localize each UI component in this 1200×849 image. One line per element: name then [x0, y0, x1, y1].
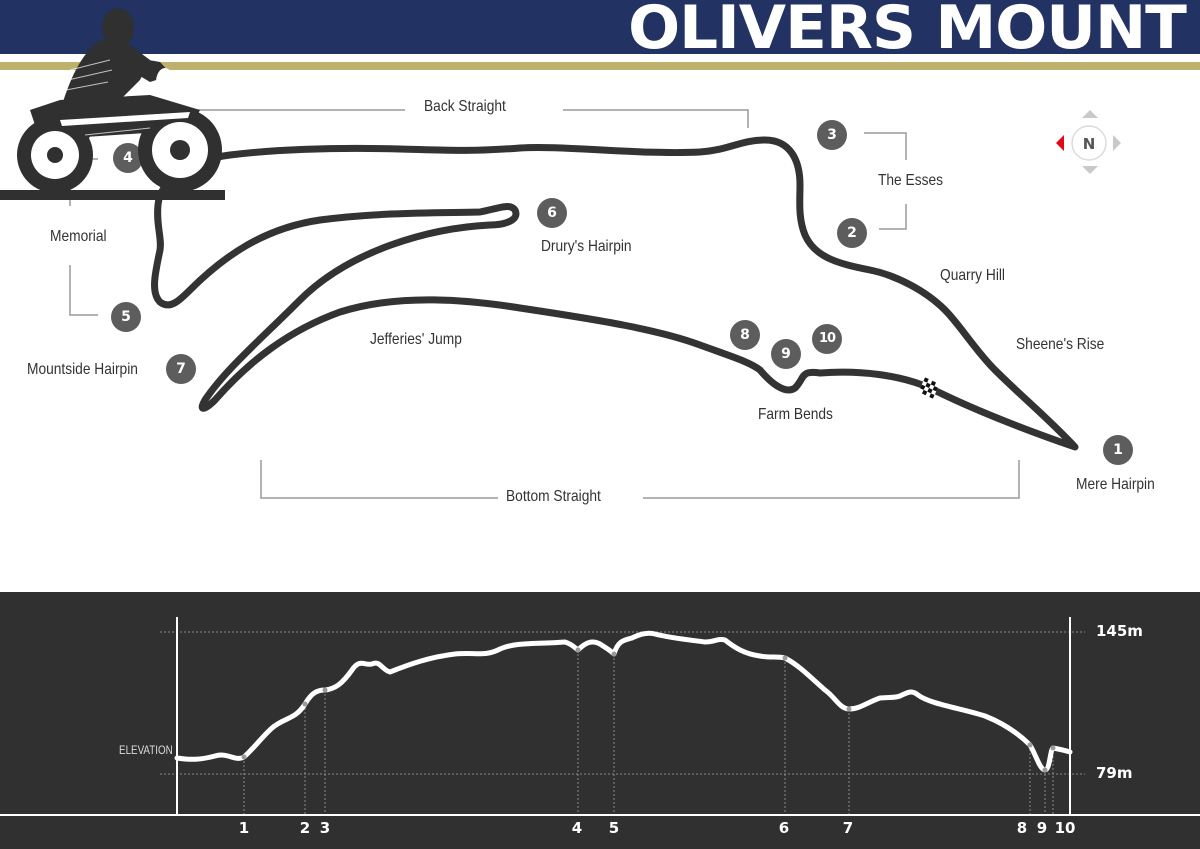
- label-memorial: Memorial: [50, 228, 107, 245]
- memorial-bracket-bottom: [69, 265, 98, 316]
- page-title: OLIVERS MOUNT: [628, 0, 1187, 54]
- corner-tick-5: 5: [608, 819, 620, 837]
- elevation-max-label: 145m: [1096, 622, 1143, 640]
- corner-badge-10: 10: [812, 324, 842, 354]
- corner-badge-5: 5: [111, 302, 141, 332]
- checkered-flag-icon: [918, 377, 940, 399]
- bottom-straight-bracket-left: [260, 460, 498, 499]
- label-mere-hairpin: Mere Hairpin: [1076, 476, 1155, 493]
- corner-badge-4: 4: [113, 143, 143, 173]
- corner-tick-10: 10: [1054, 819, 1076, 837]
- corner-tick-8: 8: [1016, 819, 1028, 837]
- corner-marker-dots: [241, 647, 1056, 773]
- compass-down-arrow-icon: [1082, 166, 1098, 174]
- label-back-straight: Back Straight: [424, 98, 506, 115]
- compass-ring: [1071, 125, 1107, 161]
- corner-tick-7: 7: [842, 819, 854, 837]
- elevation-chart: ELEVATION 145m 79m 1 2 3 4 5 6 7 8 9 10: [0, 592, 1200, 849]
- label-mountside-hairpin: Mountside Hairpin: [27, 361, 138, 378]
- compass-up-arrow-icon: [1082, 110, 1098, 118]
- compass-left-arrow-icon: [1056, 135, 1064, 151]
- compass-svg: N: [1056, 110, 1121, 174]
- corner-tick-2: 2: [299, 819, 311, 837]
- esses-bracket-bottom: [879, 204, 907, 230]
- corner-tick-1: 1: [238, 819, 250, 837]
- label-the-esses: The Esses: [878, 172, 944, 189]
- esses-bracket-top: [864, 132, 907, 160]
- corner-tick-9: 9: [1036, 819, 1048, 837]
- track-outline: [151, 136, 1079, 451]
- elevation-line: [174, 630, 1073, 773]
- label-drurys-hairpin: Drury's Hairpin: [541, 238, 632, 255]
- header-band: OLIVERS MOUNT: [0, 0, 1200, 54]
- track-map: Back Straight Memorial The Esses Drury's…: [0, 8, 1155, 505]
- corner-badge-9: 9: [771, 339, 801, 369]
- label-jefferies-jump: Jefferies' Jump: [370, 331, 462, 348]
- bottom-straight-bracket-right: [643, 460, 1020, 499]
- track-map-svg: [69, 109, 1079, 499]
- elevation-chart-svg: [0, 617, 1200, 816]
- corner-drop-lines: [243, 650, 1054, 815]
- corner-badge-1: 1: [1103, 435, 1133, 465]
- label-bottom-straight: Bottom Straight: [506, 488, 601, 505]
- corner-badge-6: 6: [537, 198, 567, 228]
- corner-tick-6: 6: [778, 819, 790, 837]
- corner-badge-2: 2: [837, 218, 867, 248]
- compass: N: [1055, 110, 1125, 176]
- elevation-min-label: 79m: [1096, 764, 1133, 782]
- gold-stripe: [0, 62, 1200, 70]
- motorcycle-rider-illustration: [0, 8, 225, 200]
- corner-tick-4: 4: [571, 819, 583, 837]
- corner-tick-3: 3: [319, 819, 331, 837]
- compass-north-label: N: [1083, 135, 1096, 153]
- label-sheenes-rise: Sheene's Rise: [1016, 336, 1105, 353]
- label-quarry-hill: Quarry Hill: [940, 267, 1005, 284]
- elevation-axis-label: ELEVATION: [119, 743, 173, 757]
- compass-right-arrow-icon: [1113, 135, 1121, 151]
- label-farm-bends: Farm Bends: [758, 406, 833, 423]
- corner-badge-7: 7: [166, 354, 196, 384]
- corner-badge-3: 3: [817, 120, 847, 150]
- back-straight-bracket-right: [563, 109, 749, 128]
- corner-badge-8: 8: [730, 320, 760, 350]
